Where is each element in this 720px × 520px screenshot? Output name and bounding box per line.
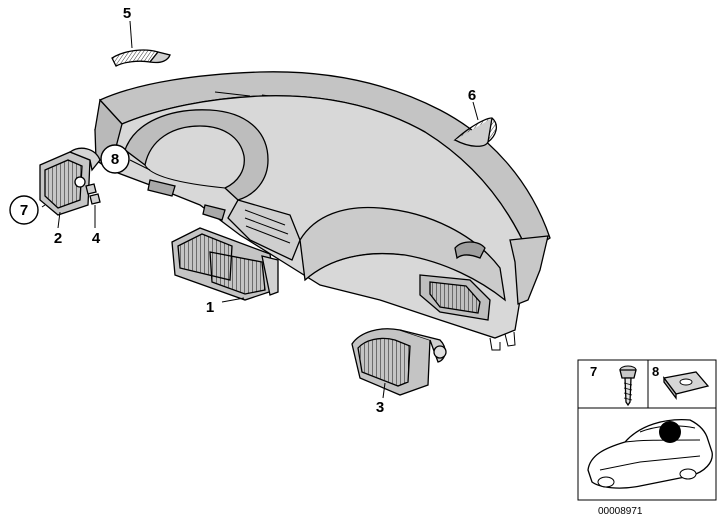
- callout-3: 3: [376, 399, 384, 416]
- dashboard-panel: [94, 71, 551, 351]
- inset-clip-nut: 8: [652, 364, 710, 400]
- callout-8-circle: 8: [100, 144, 130, 174]
- console-slots: [244, 209, 291, 244]
- callout-8: 8: [111, 151, 119, 168]
- callout-1: 1: [206, 299, 214, 316]
- callout-6: 6: [468, 87, 476, 104]
- part-5-defroster-grille: [111, 20, 171, 67]
- part-2-left-air-outlet: [39, 147, 101, 229]
- inset-box: 7 8: [577, 359, 717, 501]
- part-3-right-air-outlet: [351, 328, 447, 399]
- callout-labels: 5 6 8 7 2 4 1 3: [9, 5, 476, 416]
- callout-7: 7: [20, 202, 28, 219]
- callout-2: 2: [54, 230, 62, 247]
- reference-number: 00008971: [598, 506, 643, 517]
- leader-lines: [41, 159, 151, 208]
- part-1-center-air-outlet: [171, 227, 279, 303]
- inset-car-silhouette: [587, 419, 713, 489]
- inset-label-7: 7: [590, 364, 597, 379]
- inset-label-8: 8: [652, 364, 659, 379]
- part-6-vent-cap: [453, 101, 498, 147]
- callout-4: 4: [92, 230, 101, 247]
- part-4-clip: [85, 183, 101, 228]
- location-dot: [659, 421, 681, 443]
- callout-5: 5: [123, 5, 131, 22]
- inset-screw: 7: [590, 364, 637, 407]
- callout-7-circle: 7: [9, 195, 39, 225]
